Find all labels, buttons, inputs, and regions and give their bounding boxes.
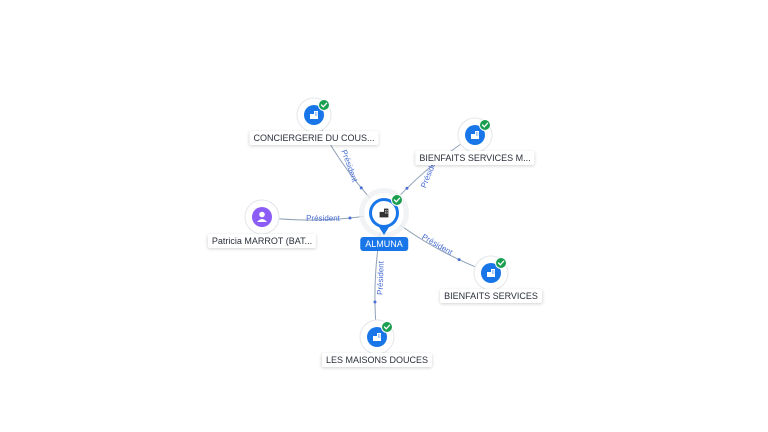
building-icon bbox=[379, 208, 389, 218]
edge-label-maisons: Président bbox=[376, 260, 386, 295]
check-icon bbox=[495, 257, 507, 269]
node-label-bienfaits[interactable]: BIENFAITS SERVICES bbox=[440, 289, 542, 303]
edge-arrow-patricia bbox=[348, 216, 352, 220]
node-label-patricia[interactable]: Patricia MARROT (BAT... bbox=[207, 234, 317, 248]
person-icon bbox=[257, 211, 267, 222]
edge-arrow-bienfaits-m bbox=[405, 186, 409, 190]
node-patricia[interactable] bbox=[244, 199, 280, 235]
center-node-label[interactable]: ALMUNA bbox=[360, 237, 408, 251]
check-icon bbox=[318, 99, 330, 111]
edge-arrow-bienfaits bbox=[457, 258, 461, 262]
node-bienfaits-m[interactable] bbox=[457, 117, 493, 153]
edge-arrow-maisons bbox=[373, 300, 377, 304]
check-icon bbox=[381, 321, 393, 333]
node-bienfaits[interactable] bbox=[473, 255, 509, 291]
node-center[interactable] bbox=[359, 188, 409, 238]
building-icon bbox=[310, 111, 318, 119]
check-icon bbox=[479, 119, 491, 131]
node-label-bienfaits-m[interactable]: BIENFAITS SERVICES M... bbox=[415, 151, 535, 165]
edge-label-patricia: Président bbox=[306, 214, 341, 223]
node-label-conciergerie[interactable]: CONCIERGERIE DU COUS... bbox=[249, 131, 379, 145]
edge-arrow-conciergerie bbox=[359, 186, 363, 190]
building-icon bbox=[373, 333, 381, 341]
building-icon bbox=[487, 269, 495, 277]
node-maisons[interactable] bbox=[359, 319, 395, 355]
check-icon bbox=[391, 194, 403, 206]
edge-label-bienfaits: Président bbox=[420, 232, 454, 257]
building-icon bbox=[471, 131, 479, 139]
node-label-maisons[interactable]: LES MAISONS DOUCES bbox=[321, 353, 433, 367]
node-conciergerie[interactable] bbox=[296, 97, 332, 133]
edge-label-conciergerie: Président bbox=[339, 148, 359, 184]
nodes-layer bbox=[244, 97, 509, 355]
